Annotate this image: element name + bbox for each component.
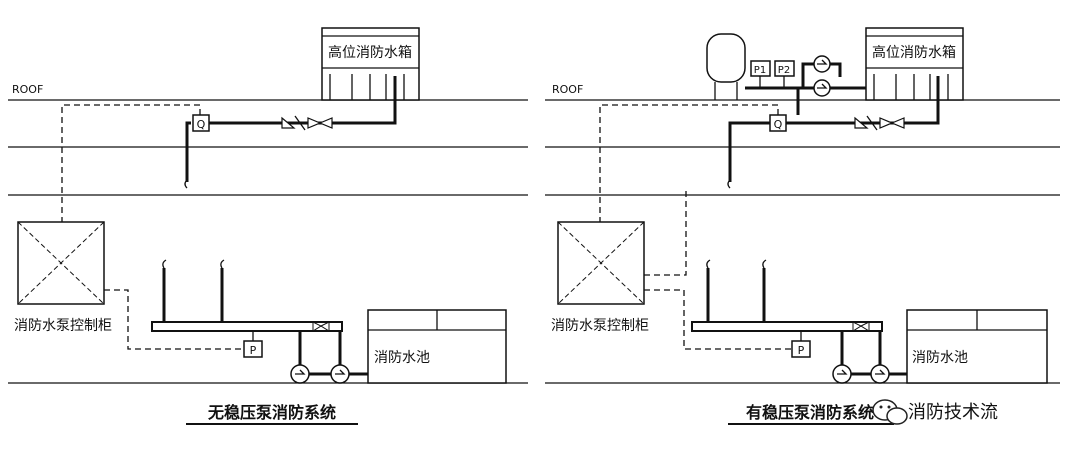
left-main-header xyxy=(151,321,343,332)
left-high-tank: 高位消防水箱 xyxy=(321,27,420,101)
svg-text:Q: Q xyxy=(197,118,206,131)
right-panel: ROOF P1 P2 xyxy=(545,27,1060,425)
left-flow-switch: Q xyxy=(192,114,210,132)
right-fire-pump-2 xyxy=(870,364,890,384)
right-tank-valves xyxy=(854,115,905,131)
left-pressure-switch: P xyxy=(243,332,263,358)
right-high-tank: 高位消防水箱 xyxy=(865,27,964,101)
left-fire-pump-1 xyxy=(290,364,310,384)
right-main-header xyxy=(691,321,883,332)
right-flow-switch: Q xyxy=(769,114,787,132)
right-roof-label: ROOF xyxy=(552,83,583,96)
right-fire-pool: 消防水池 xyxy=(906,309,1048,384)
left-caption: 无稳压泵消防系统 xyxy=(207,403,336,422)
left-roof-label: ROOF xyxy=(12,83,43,96)
right-tank-label: 高位消防水箱 xyxy=(872,44,956,61)
right-fire-pump-1 xyxy=(832,364,852,384)
svg-text:P: P xyxy=(250,344,257,357)
right-stabilizer-pump-1 xyxy=(813,55,831,73)
svg-text:P1: P1 xyxy=(754,65,766,76)
left-fire-pump-2 xyxy=(330,364,350,384)
right-stabilizer-pump-2 xyxy=(813,79,831,97)
wechat-icon xyxy=(872,399,908,425)
svg-text:P: P xyxy=(798,344,805,357)
svg-text:P2: P2 xyxy=(778,65,790,76)
watermark-text: 消防技术流 xyxy=(908,402,998,423)
left-header-valve xyxy=(312,321,330,332)
left-tank-label: 高位消防水箱 xyxy=(328,44,412,61)
right-caption: 有稳压泵消防系统 xyxy=(746,403,874,422)
left-pool-label: 消防水池 xyxy=(374,350,430,366)
right-cabinet-label: 消防水泵控制柜 xyxy=(551,318,649,334)
right-pressure-vessel xyxy=(706,33,746,100)
left-panel: ROOF 高位消防水箱 Q xyxy=(8,27,528,425)
right-gauge-p1: P1 xyxy=(750,60,771,88)
left-tank-valves xyxy=(281,115,333,131)
right-pool-label: 消防水池 xyxy=(912,350,968,366)
right-gauge-p2: P2 xyxy=(774,60,795,88)
watermark: 消防技术流 xyxy=(872,399,998,425)
right-header-valve xyxy=(852,321,870,332)
left-pump-control-cabinet: 消防水泵控制柜 xyxy=(14,221,112,334)
left-fire-pool: 消防水池 xyxy=(367,309,507,384)
svg-text:Q: Q xyxy=(774,118,783,131)
left-cabinet-label: 消防水泵控制柜 xyxy=(14,318,112,334)
right-pump-control-cabinet: 消防水泵控制柜 xyxy=(551,221,649,334)
right-pressure-switch: P xyxy=(791,332,811,358)
